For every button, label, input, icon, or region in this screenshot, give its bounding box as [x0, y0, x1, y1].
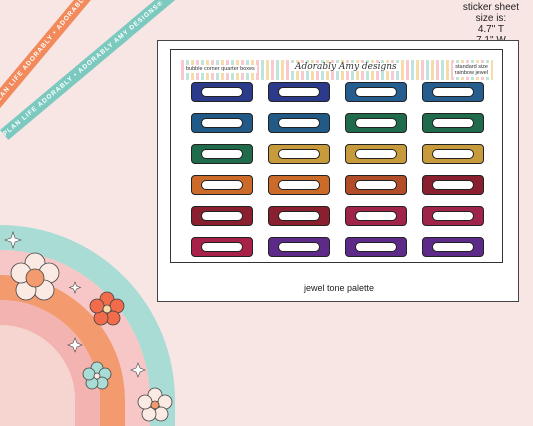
sticker-box — [191, 175, 253, 195]
sticker-box — [345, 206, 407, 226]
sticker-box — [422, 144, 484, 164]
product-card: bubble corner quarter boxes Adorably Amy… — [157, 40, 519, 302]
sticker-box — [268, 144, 330, 164]
sticker-box — [191, 113, 253, 133]
sticker-box — [191, 206, 253, 226]
sticker-box — [268, 206, 330, 226]
sticker-box — [422, 206, 484, 226]
sheet-title: bubble corner quarter boxes — [184, 65, 257, 73]
size-note-line1: sticker sheet — [462, 2, 519, 13]
sticker-box — [268, 82, 330, 102]
sticker-box — [268, 175, 330, 195]
sticker-box — [191, 237, 253, 257]
sticker-box — [422, 237, 484, 257]
sticker-box — [345, 237, 407, 257]
sheet-header: bubble corner quarter boxes Adorably Amy… — [181, 60, 493, 80]
palette-caption: jewel tone palette — [303, 283, 375, 293]
size-note-line3: 4.7" T — [477, 24, 505, 35]
sticker-box — [422, 175, 484, 195]
sticker-box — [345, 113, 407, 133]
sticker-box — [422, 113, 484, 133]
brand-logo: Adorably Amy designs — [291, 63, 401, 72]
sheet-labels: standard size rainbow jewel — [452, 63, 490, 77]
sticker-box — [422, 82, 484, 102]
sticker-box — [345, 175, 407, 195]
sticker-box — [345, 144, 407, 164]
sticker-box — [268, 113, 330, 133]
sticker-box — [268, 237, 330, 257]
sticker-box — [191, 144, 253, 164]
theme-label: rainbow jewel — [454, 70, 488, 76]
size-label: standard size — [455, 64, 488, 70]
sticker-box — [345, 82, 407, 102]
sticker-box — [191, 82, 253, 102]
sticker-sheet: bubble corner quarter boxes Adorably Amy… — [170, 49, 503, 263]
size-note-line2: size is: — [475, 13, 507, 24]
